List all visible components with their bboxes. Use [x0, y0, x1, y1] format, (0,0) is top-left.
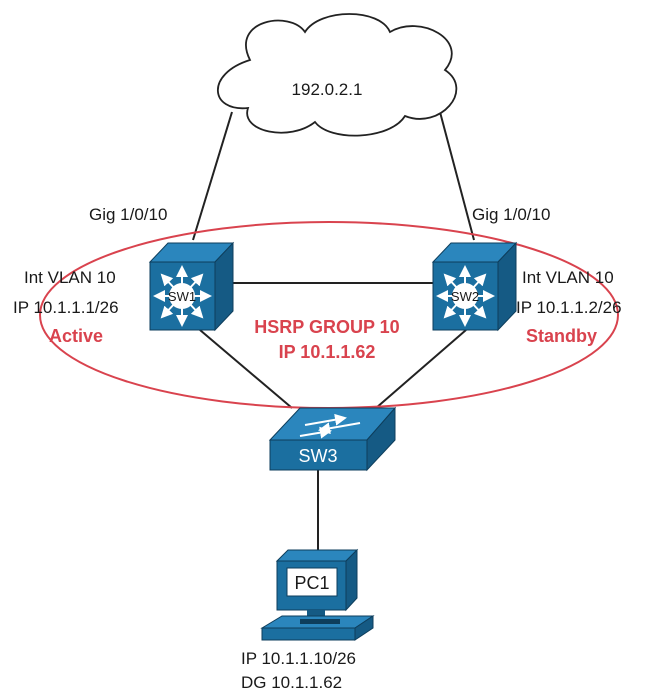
sw1-role-label: Active: [49, 326, 103, 346]
hsrp-vip-label: IP 10.1.1.62: [279, 342, 376, 362]
pc1-name: PC1: [294, 573, 329, 593]
sw2-name: SW2: [451, 289, 479, 304]
sw3-name: SW3: [298, 446, 337, 466]
link-sw2-sw3: [375, 329, 467, 409]
internet-cloud: 192.0.2.1: [216, 13, 458, 137]
sw2-uplink-label: Gig 1/0/10: [472, 205, 550, 224]
sw3-arrows-icon: [299, 413, 361, 439]
link-cloud-sw2: [439, 111, 475, 241]
sw3-switch[interactable]: SW3: [268, 406, 397, 472]
sw2-role-label: Standby: [526, 326, 597, 346]
links: [192, 111, 475, 553]
hsrp-group-label: HSRP GROUP 10: [254, 317, 399, 337]
sw2-vlan-label: Int VLAN 10: [522, 268, 614, 287]
sw1-name: SW1: [168, 289, 196, 304]
cloud-label: 192.0.2.1: [292, 80, 363, 99]
pc1-ip-label: IP 10.1.1.10/26: [241, 649, 356, 668]
pc1-gateway-label: DG 10.1.1.62: [241, 673, 342, 691]
sw1-multilayer-switch[interactable]: SW1: [148, 241, 235, 332]
link-sw1-sw3: [199, 329, 293, 409]
sw1-uplink-label: Gig 1/0/10: [89, 205, 167, 224]
sw1-ip-label: IP 10.1.1.1/26: [13, 298, 119, 317]
sw2-ip-label: IP 10.1.1.2/26: [516, 298, 622, 317]
sw2-multilayer-switch[interactable]: SW2: [431, 241, 518, 332]
pc1-workstation[interactable]: PC1: [260, 548, 375, 641]
link-cloud-sw1: [192, 111, 233, 241]
sw1-vlan-label: Int VLAN 10: [24, 268, 116, 287]
